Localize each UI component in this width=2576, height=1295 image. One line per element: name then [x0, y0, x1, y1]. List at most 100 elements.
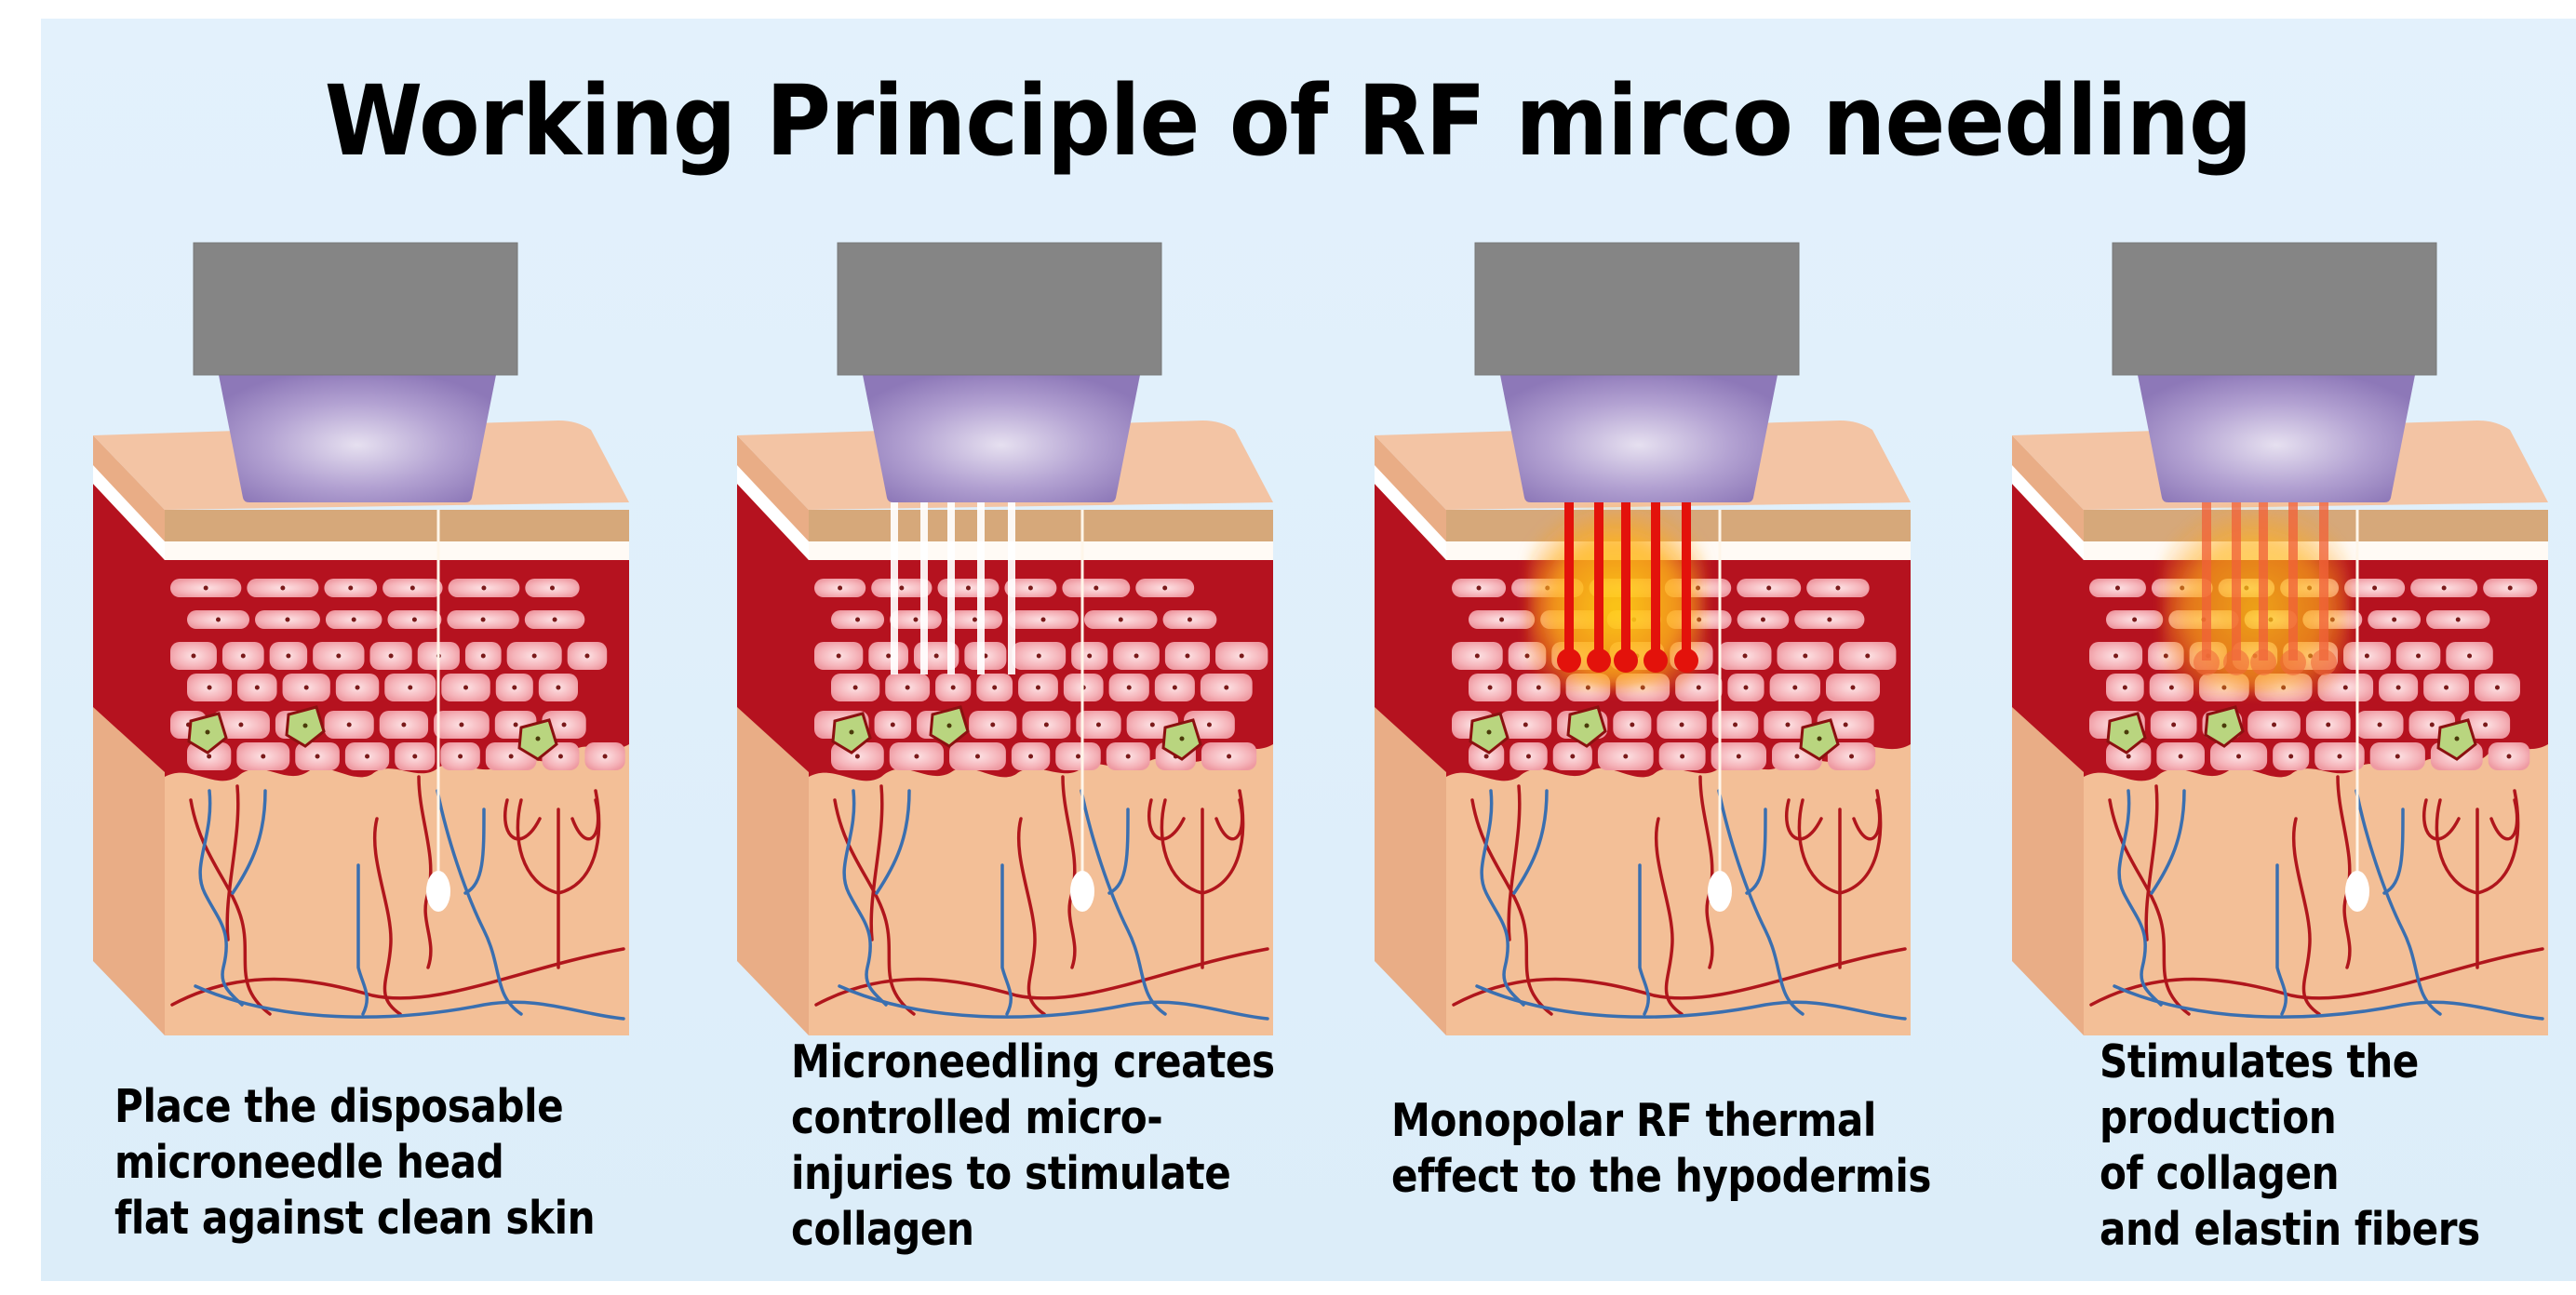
cell-nucleus — [207, 754, 212, 759]
handpiece-body — [193, 242, 518, 376]
vein — [2382, 808, 2405, 895]
cell-nucleus — [886, 653, 892, 659]
handpiece-body — [837, 242, 1162, 376]
rf-needle-tip — [1557, 648, 1581, 673]
cell-nucleus — [1487, 685, 1493, 690]
cell-nucleus — [1185, 653, 1190, 659]
artery — [1452, 947, 1907, 1007]
melanocyte-nucleus — [2221, 723, 2227, 728]
cell-nucleus — [1134, 653, 1139, 659]
cell-nucleus — [1093, 585, 1099, 591]
cell-nucleus — [1087, 653, 1093, 659]
cell-nucleus — [1162, 585, 1168, 591]
vessel-group — [814, 775, 1269, 1021]
caption-line: Monopolar RF thermal — [1391, 1094, 1876, 1147]
caption-line: Place the disposable — [114, 1080, 564, 1133]
cell-nucleus — [1733, 722, 1738, 728]
artery — [1654, 817, 1684, 1016]
cell-nucleus — [336, 653, 342, 659]
cell-nucleus — [203, 585, 208, 591]
artery — [2422, 798, 2519, 841]
artery — [1016, 817, 1046, 1016]
white-layer — [165, 541, 629, 560]
cell-nucleus — [1766, 585, 1772, 591]
cell-nucleus — [458, 754, 463, 759]
cell-nucleus — [1623, 754, 1629, 759]
epidermis-side — [737, 484, 809, 772]
white-layer-side — [737, 465, 809, 560]
cell-nucleus — [1027, 585, 1033, 591]
cell-nucleus — [2171, 722, 2177, 728]
cell-nucleus — [1499, 617, 1505, 622]
rf-needle-tip — [1587, 648, 1611, 673]
cell-nucleus — [2326, 722, 2331, 728]
handpiece-body — [2112, 242, 2437, 376]
cell-nucleus — [2272, 722, 2277, 728]
rf-needle — [1564, 502, 1574, 656]
cell-nucleus — [992, 685, 998, 690]
vessel-group — [170, 775, 625, 1021]
rf-needle — [1594, 502, 1603, 656]
cell-nucleus — [1483, 754, 1489, 759]
cell-nucleus — [2288, 754, 2294, 759]
vein — [1475, 984, 1907, 1021]
step-panel-4 — [2012, 242, 2548, 1035]
cell-nucleus — [1239, 653, 1244, 659]
cell-nucleus — [2506, 754, 2512, 759]
epidermis-side — [2012, 484, 2084, 772]
step-panel-2 — [737, 242, 1273, 1035]
cell-nucleus — [2467, 653, 2473, 659]
cell-nucleus — [852, 685, 858, 690]
cell-nucleus — [348, 585, 354, 591]
cell-nucleus — [2395, 754, 2400, 759]
cell-nucleus — [1125, 754, 1131, 759]
micro-channel — [947, 502, 955, 674]
cell-nucleus — [549, 585, 555, 591]
cell-nucleus — [838, 585, 843, 591]
melanocyte-nucleus — [205, 729, 210, 735]
caption-line: effect to the hypodermis — [1391, 1150, 1932, 1203]
handpiece-body — [1474, 242, 1800, 376]
cell-nucleus — [508, 754, 514, 759]
cell-nucleus — [411, 617, 417, 622]
cell-nucleus — [557, 754, 563, 759]
cell-nucleus — [365, 754, 370, 759]
cell-nucleus — [1630, 722, 1635, 728]
cell-nucleus — [2132, 617, 2138, 622]
caption-line: Microneedling creates — [791, 1035, 1275, 1088]
cell-nucleus — [303, 685, 309, 690]
caption-line: production — [2100, 1091, 2337, 1144]
vein — [838, 984, 1269, 1021]
cell-nucleus — [914, 754, 919, 759]
rf-needle — [1682, 502, 1691, 656]
cell-nucleus — [2429, 722, 2435, 728]
epidermis-side — [93, 484, 165, 772]
cell-nucleus — [240, 653, 246, 659]
caption-line: of collagen — [2100, 1147, 2340, 1200]
cell-nucleus — [2507, 585, 2513, 591]
cell-nucleus — [2455, 617, 2461, 622]
cell-nucleus — [254, 685, 260, 690]
cell-nucleus — [2444, 685, 2449, 690]
white-layer-side — [1375, 465, 1446, 560]
cell-nucleus — [1040, 617, 1046, 622]
micro-channel — [891, 502, 898, 674]
artery — [170, 947, 625, 1007]
vein — [198, 789, 244, 1007]
vein — [1512, 789, 1549, 895]
cell-nucleus — [1843, 722, 1848, 728]
vein — [1638, 863, 1650, 1016]
cell-nucleus — [1794, 754, 1800, 759]
cell-nucleus — [2392, 617, 2397, 622]
cell-nucleus — [1227, 754, 1232, 759]
cell-nucleus — [1474, 653, 1480, 659]
cell-nucleus — [2372, 585, 2378, 591]
rf-needle-tip-faded — [2223, 649, 2249, 675]
hair-bulb — [1708, 871, 1732, 912]
vein — [1000, 863, 1013, 1016]
cell-nucleus — [1036, 653, 1041, 659]
vein — [231, 789, 267, 895]
cell-nucleus — [1206, 722, 1212, 728]
